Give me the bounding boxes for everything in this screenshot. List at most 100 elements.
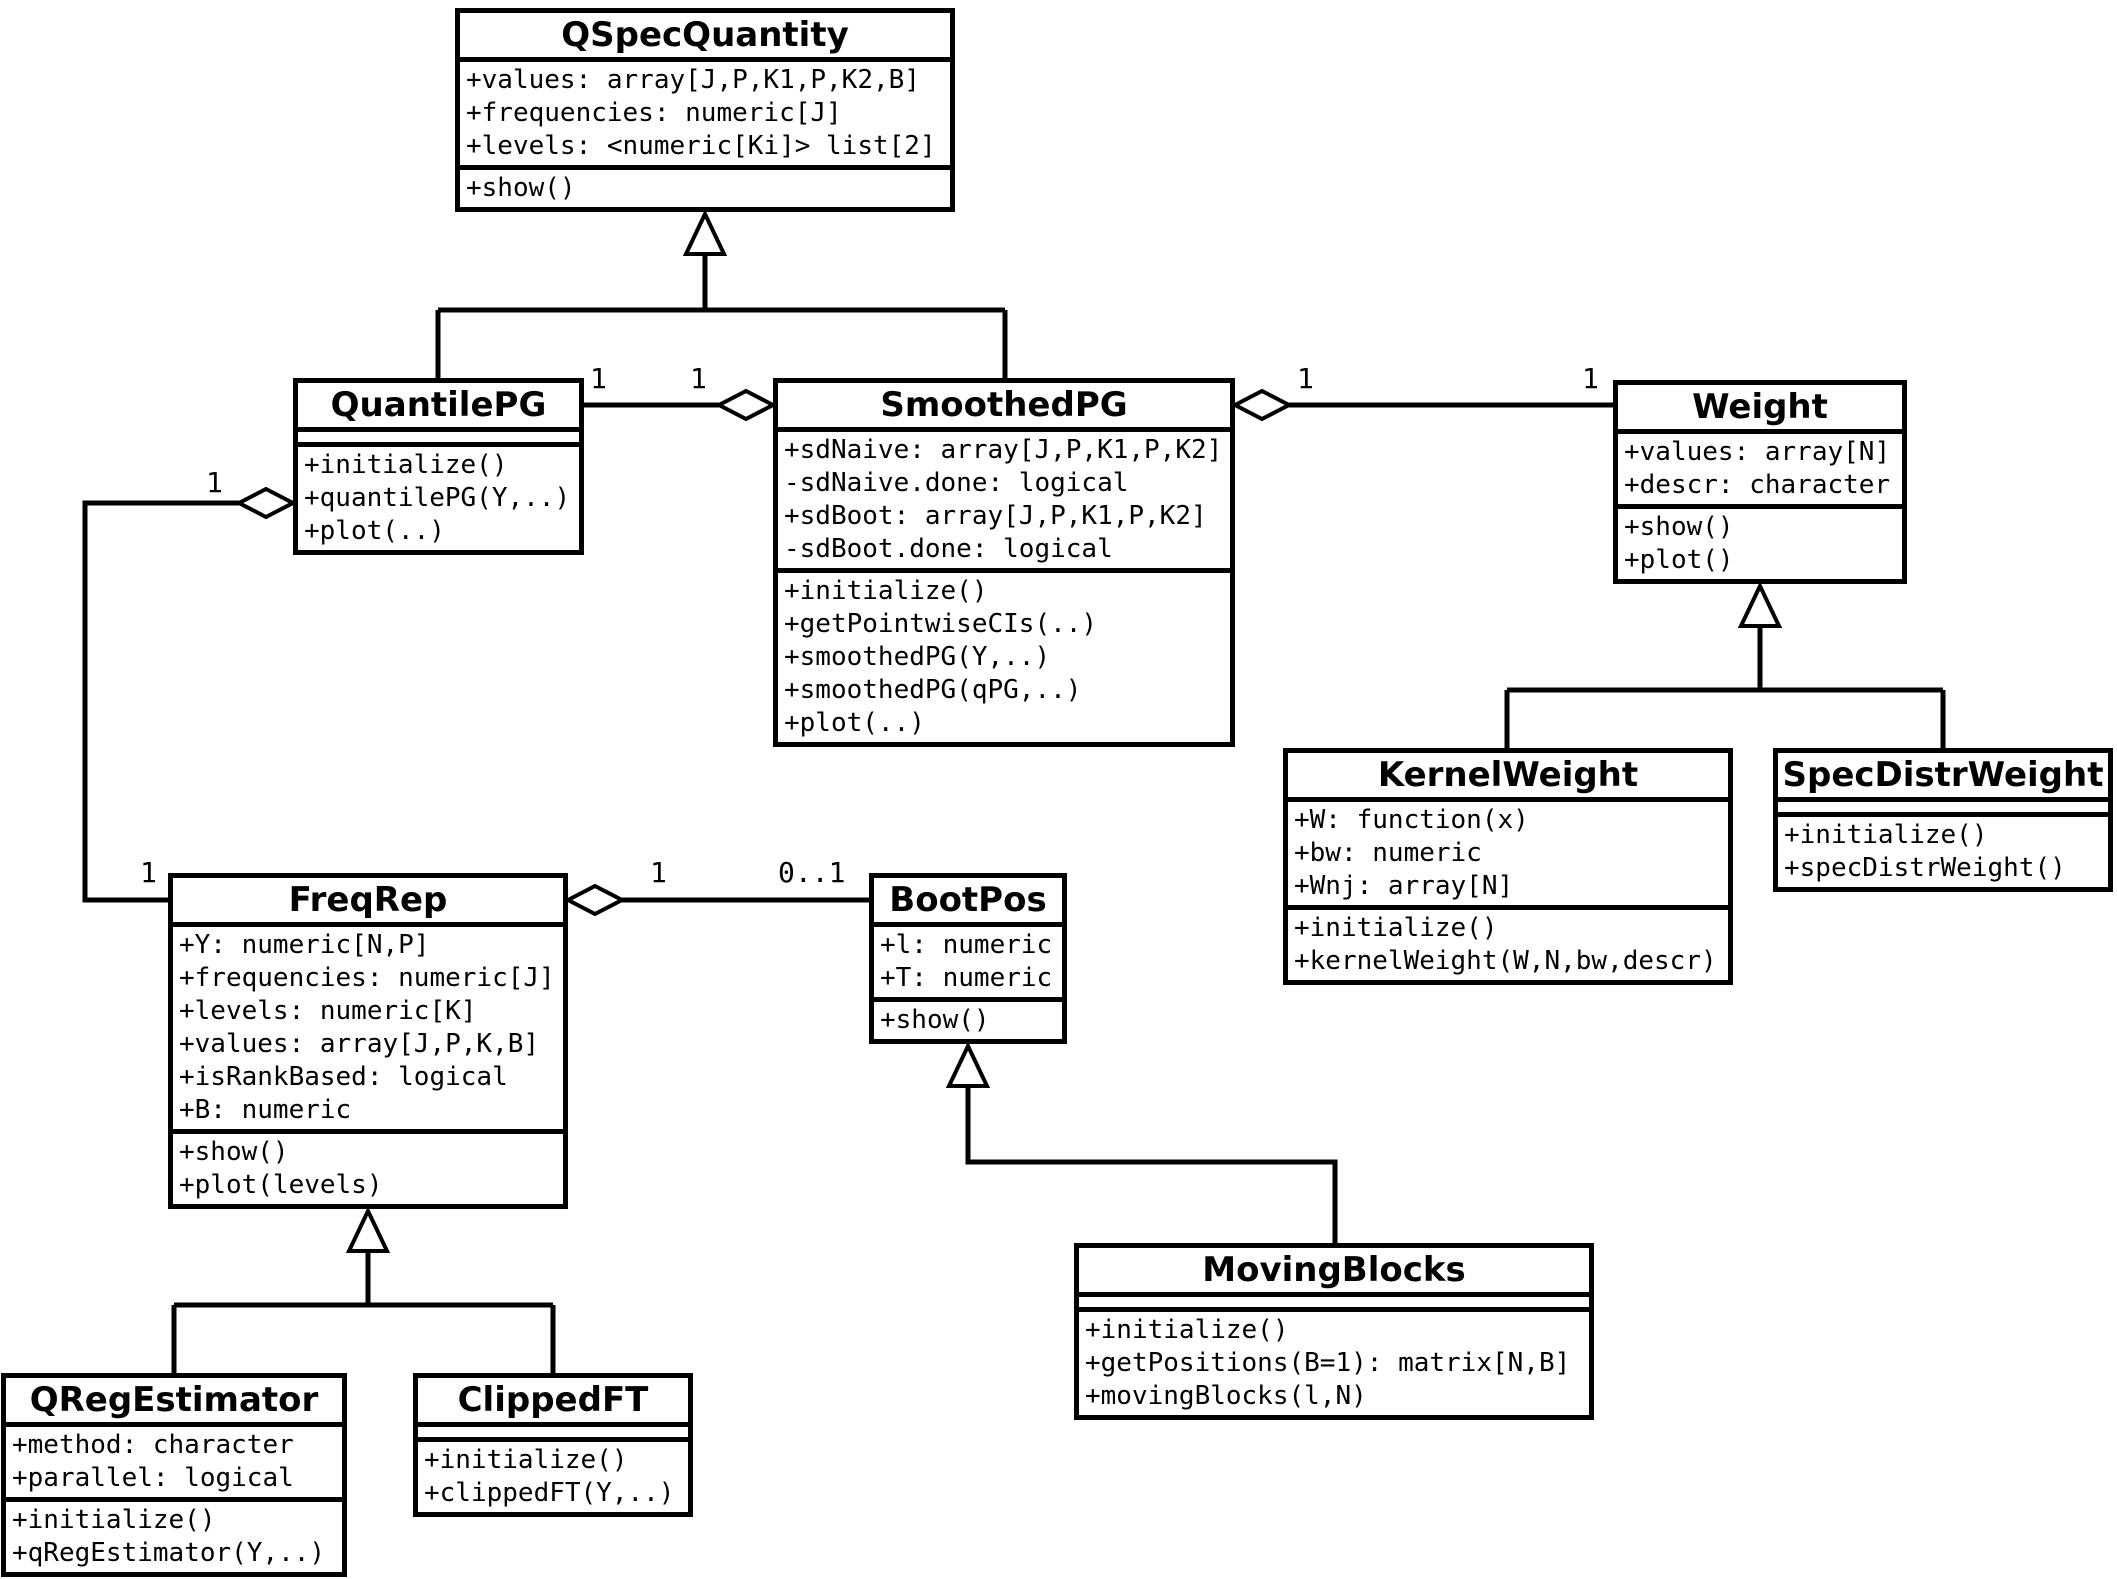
member-line: +l: numeric (880, 930, 1053, 960)
member-line: +plot(..) (304, 516, 445, 546)
member-line: +frequencies: numeric[J] (179, 963, 555, 993)
member-line: +clippedFT(Y,..) (424, 1478, 675, 1508)
aggregation-diamond-icon (1230, 388, 1294, 422)
class-title: QuantilePG (330, 385, 547, 425)
member-line: +initialize() (304, 450, 508, 480)
multiplicity-label: 1 (206, 466, 223, 499)
member-line: +values: array[J,P,K1,P,K2,B] (466, 65, 920, 95)
class-attributes (1778, 797, 2108, 812)
generalization-triangle-icon (682, 209, 728, 256)
class-attributes: +W: function(x)+bw: numeric+Wnj: array[N… (1288, 797, 1728, 905)
class-methods: +show()+plot(levels) (173, 1129, 563, 1204)
member-line: +smoothedPG(Y,..) (784, 642, 1051, 672)
class-box-clippedft: ClippedFT +initialize()+clippedFT(Y,..) (413, 1373, 693, 1517)
class-attributes (298, 427, 579, 442)
member-line: -sdNaive.done: logical (784, 468, 1129, 498)
member-line: +isRankBased: logical (179, 1062, 508, 1092)
class-box-quantilepg: QuantilePG +initialize()+quantilePG(Y,..… (293, 378, 584, 555)
class-title: BootPos (889, 880, 1047, 920)
class-methods: +initialize()+specDistrWeight() (1778, 812, 2108, 887)
member-line: +levels: <numeric[Ki]> list[2] (466, 131, 936, 161)
member-line: +specDistrWeight() (1784, 853, 2066, 883)
aggregation-diamond-icon (563, 883, 627, 917)
class-title: SmoothedPG (880, 385, 1128, 425)
class-methods: +show() (460, 165, 950, 207)
class-attributes: +values: array[J,P,K1,P,K2,B]+frequencie… (460, 57, 950, 165)
member-line: +smoothedPG(qPG,..) (784, 675, 1082, 705)
aggregation-diamond-icon (714, 388, 778, 422)
class-box-qspecquantity: QSpecQuantity +values: array[J,P,K1,P,K2… (455, 8, 955, 212)
class-box-qregestimator: QRegEstimator +method: character+paralle… (1, 1373, 347, 1577)
generalization-edge-weight (1504, 626, 1946, 748)
member-line: +initialize() (1085, 1315, 1289, 1345)
class-attributes: +method: character+parallel: logical (6, 1422, 342, 1497)
member-line: +quantilePG(Y,..) (304, 483, 571, 513)
member-line: +levels: numeric[K] (179, 996, 477, 1026)
generalization-triangle-icon (945, 1041, 991, 1088)
class-title: QRegEstimator (29, 1380, 319, 1420)
member-line: +initialize() (424, 1445, 628, 1475)
member-line: +plot(levels) (179, 1170, 383, 1200)
member-line: +method: character (12, 1430, 294, 1460)
member-line: +show() (1624, 512, 1734, 542)
class-methods: +initialize()+getPointwiseCIs(..)+smooth… (778, 568, 1230, 742)
member-line: +descr: character (1624, 470, 1891, 500)
member-line: +qRegEstimator(Y,..) (12, 1538, 326, 1568)
member-line: +kernelWeight(W,N,bw,descr) (1294, 946, 1717, 976)
class-attributes: +values: array[N]+descr: character (1618, 429, 1902, 504)
member-line: +getPositions(B=1): matrix[N,B] (1085, 1348, 1571, 1378)
class-title: Weight (1692, 387, 1828, 427)
class-attributes: +l: numeric+T: numeric (874, 922, 1062, 997)
class-box-kernelweight: KernelWeight +W: function(x)+bw: numeric… (1283, 748, 1733, 985)
aggregation-edge-quantilepg-freqrep (82, 500, 239, 903)
generalization-triangle-icon (1737, 581, 1783, 628)
member-line: +Y: numeric[N,P] (179, 930, 430, 960)
multiplicity-label: 1 (140, 856, 157, 889)
member-line: +frequencies: numeric[J] (466, 98, 842, 128)
member-line: +W: function(x) (1294, 805, 1529, 835)
class-box-smoothedpg: SmoothedPG +sdNaive: array[J,P,K1,P,K2]-… (773, 378, 1235, 747)
class-title: SpecDistrWeight (1782, 755, 2104, 795)
class-box-bootpos: BootPos +l: numeric+T: numeric +show() (869, 873, 1067, 1044)
member-line: +initialize() (1294, 913, 1498, 943)
generalization-edge-freqrep (171, 1251, 556, 1373)
class-title: MovingBlocks (1202, 1250, 1466, 1290)
multiplicity-label: 1 (590, 362, 607, 395)
class-attributes: +Y: numeric[N,P]+frequencies: numeric[J]… (173, 922, 563, 1129)
class-methods: +initialize()+getPositions(B=1): matrix[… (1079, 1307, 1589, 1415)
member-line: +values: array[J,P,K,B] (179, 1029, 540, 1059)
class-box-specdistrweight: SpecDistrWeight +initialize()+specDistrW… (1773, 748, 2113, 892)
multiplicity-label: 1 (690, 362, 707, 395)
member-line: +show() (466, 173, 576, 203)
multiplicity-label: 1 (1297, 362, 1314, 395)
class-methods: +initialize()+qRegEstimator(Y,..) (6, 1497, 342, 1572)
member-line: +initialize() (12, 1505, 216, 1535)
aggregation-diamond-icon (234, 486, 298, 520)
class-box-freqrep: FreqRep +Y: numeric[N,P]+frequencies: nu… (168, 873, 568, 1209)
member-line: +B: numeric (179, 1095, 352, 1125)
class-title: KernelWeight (1377, 755, 1639, 795)
member-line: +bw: numeric (1294, 838, 1482, 868)
class-title: FreqRep (288, 880, 448, 920)
member-line: +values: array[N] (1624, 437, 1891, 467)
generalization-edge-qspecquantity (435, 254, 1008, 378)
class-attributes (418, 1422, 688, 1437)
member-line: +T: numeric (880, 963, 1053, 993)
member-line: -sdBoot.done: logical (784, 534, 1113, 564)
member-line: +Wnj: array[N] (1294, 871, 1514, 901)
class-attributes: +sdNaive: array[J,P,K1,P,K2]-sdNaive.don… (778, 427, 1230, 568)
member-line: +getPointwiseCIs(..) (784, 609, 1098, 639)
member-line: +movingBlocks(l,N) (1085, 1381, 1367, 1411)
member-line: +show() (179, 1137, 289, 1167)
generalization-triangle-icon (345, 1206, 391, 1253)
class-methods: +show()+plot() (1618, 504, 1902, 579)
member-line: +sdNaive: array[J,P,K1,P,K2] (784, 435, 1223, 465)
class-box-movingblocks: MovingBlocks +initialize()+getPositions(… (1074, 1243, 1594, 1420)
member-line: +sdBoot: array[J,P,K1,P,K2] (784, 501, 1207, 531)
generalization-edge-bootpos (965, 1086, 1338, 1243)
multiplicity-label: 1 (1582, 362, 1599, 395)
member-line: +plot() (1624, 545, 1734, 575)
multiplicity-label: 0..1 (778, 856, 846, 889)
